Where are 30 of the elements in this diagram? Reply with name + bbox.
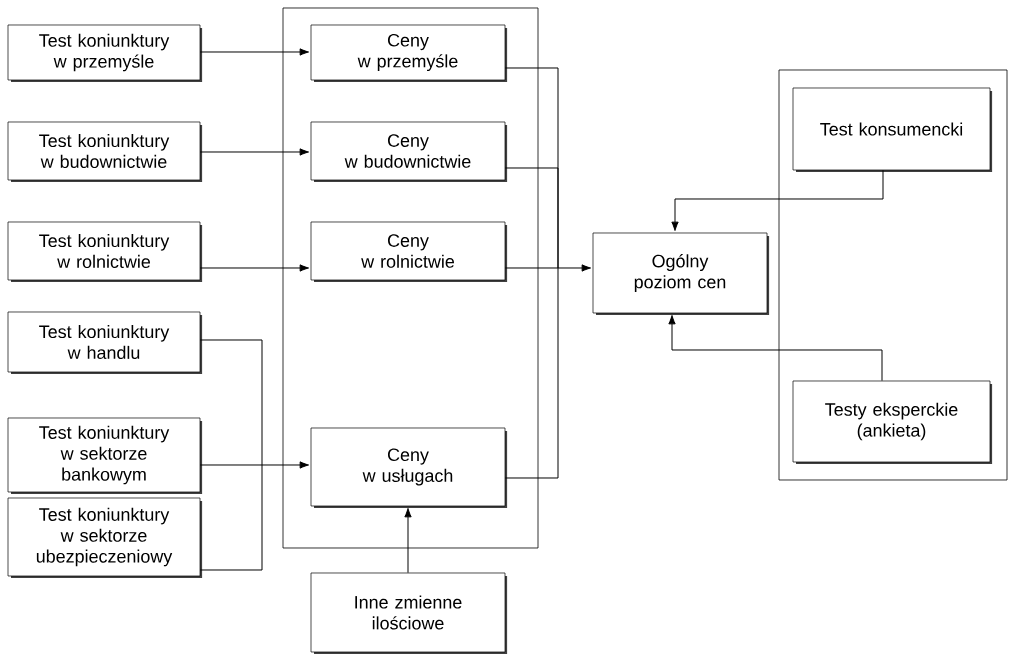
process-box: Test koniunktury w sektorze bankowym	[7, 417, 203, 495]
arrow	[199, 264, 310, 272]
process-box: Test koniunktury w handlu	[7, 311, 203, 375]
connector-line	[504, 267, 559, 269]
arrow	[199, 48, 310, 56]
arrow	[557, 264, 592, 272]
process-box: Test koniunktury w budownictwie	[7, 121, 203, 183]
connector-line	[199, 464, 263, 466]
process-box: Test konsumencki	[792, 87, 993, 173]
process-box: Ceny w usługach	[310, 427, 508, 509]
process-box: Test koniunktury w sektorze ubezpieczeniowy	[7, 497, 203, 579]
arrow	[261, 461, 310, 469]
arrow	[199, 148, 310, 156]
process-box: Inne zmienne ilościowe	[310, 572, 508, 655]
process-box: Ceny w budownictwie	[310, 121, 508, 183]
process-box: Test koniunktury w przemyśle	[7, 24, 203, 83]
process-box: Ceny w rolnictwie	[310, 221, 508, 283]
process-box: Ogólny poziom cen	[592, 232, 770, 316]
arrow	[404, 507, 412, 574]
process-box: Test koniunktury w rolnictwie	[7, 221, 203, 283]
process-box: Ceny w przemyśle	[310, 24, 508, 83]
arrow	[671, 169, 884, 232]
connector-line	[199, 464, 263, 571]
arrow	[668, 314, 883, 382]
process-box: Testy eksperckie (ankieta)	[792, 380, 993, 465]
connector-line	[504, 267, 559, 479]
connector-line	[199, 339, 263, 466]
group-frame	[282, 7, 539, 549]
group-frame	[778, 69, 1008, 481]
connector-line	[504, 167, 559, 269]
